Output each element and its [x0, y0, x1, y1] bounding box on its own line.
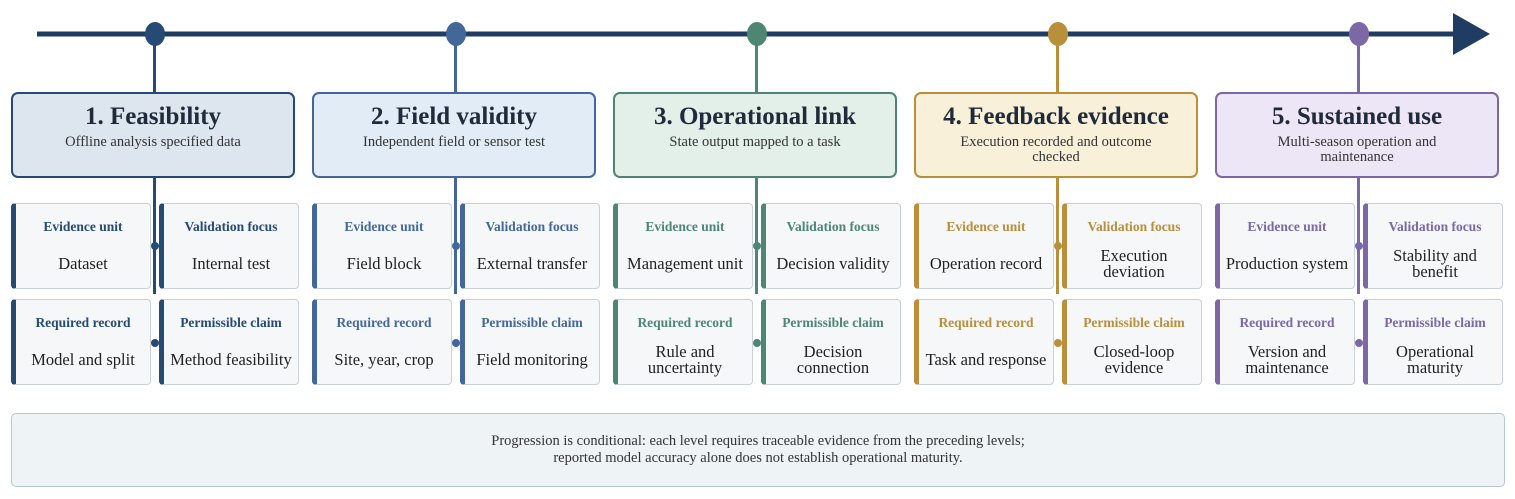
card-label: Required record	[35, 315, 131, 330]
card-value: Rule and uncertainty	[647, 342, 723, 377]
card-label: Evidence unit	[344, 219, 424, 234]
card-label: Evidence unit	[645, 219, 725, 234]
timeline-node	[747, 22, 767, 46]
timeline-arrowhead	[1453, 13, 1490, 55]
stage-description: Execution recorded and outcome checked	[960, 134, 1152, 165]
stage-header: 4. Feedback evidence Execution recorded …	[914, 92, 1198, 178]
card-value: Method feasibility	[170, 350, 292, 369]
card-label: Permissible claim	[782, 315, 884, 330]
connector-dot	[1054, 339, 1062, 347]
footer-note: Progression is conditional: each level r…	[11, 413, 1505, 487]
stage-header: 5. Sustained use Multi-season operation …	[1215, 92, 1499, 178]
timeline-node	[145, 22, 165, 46]
stage-title: 1. Feasibility	[84, 103, 222, 130]
card-value: Version and maintenance	[1245, 342, 1329, 377]
card-label: Evidence unit	[946, 219, 1026, 234]
card-label: Permissible claim	[481, 315, 583, 330]
card-value: Dataset	[58, 254, 108, 273]
stage-header: 1. Feasibility Offline analysis specifie…	[11, 92, 295, 178]
card-value: Decision connection	[796, 342, 870, 377]
connector-dot	[151, 242, 159, 250]
card-value: Site, year, crop	[334, 350, 434, 369]
stage-description: Independent field or sensor test	[362, 134, 545, 150]
stage-3: 3. Operational link State output mapped …	[613, 0, 903, 499]
card-value: Operational maturity	[1396, 342, 1474, 377]
card-label: Required record	[637, 315, 733, 330]
card-label: Validation focus	[1388, 219, 1482, 234]
card-label: Validation focus	[786, 219, 880, 234]
card-value: Management unit	[627, 254, 743, 273]
card-value: External transfer	[476, 254, 588, 273]
connector-dot	[1355, 242, 1363, 250]
card-value: Model and split	[31, 350, 135, 369]
connector-dot	[452, 242, 460, 250]
connector-dot	[1355, 339, 1363, 347]
card-value: Field monitoring	[476, 350, 588, 369]
card-label: Permissible claim	[1384, 315, 1486, 330]
stage-5: 5. Sustained use Multi-season operation …	[1215, 0, 1505, 499]
card-value: Execution deviation	[1100, 246, 1168, 281]
stage-description: Multi-season operation and maintenance	[1277, 134, 1437, 165]
stage-4: 4. Feedback evidence Execution recorded …	[914, 0, 1204, 499]
stage-description: State output mapped to a task	[669, 134, 841, 150]
connector-dot	[1054, 242, 1062, 250]
card-value: Operation record	[929, 254, 1043, 273]
card-value: Internal test	[191, 254, 271, 273]
stage-description: Offline analysis specified data	[65, 134, 241, 150]
card-value: Production system	[1225, 254, 1349, 273]
stage-header: 2. Field validity Independent field or s…	[312, 92, 596, 178]
card-value: Closed-loop evidence	[1093, 342, 1175, 377]
connector-dot	[753, 339, 761, 347]
card-label: Validation focus	[485, 219, 579, 234]
card-label: Evidence unit	[43, 219, 123, 234]
stage-title: 3. Operational link	[653, 103, 857, 130]
card-value: Field block	[346, 254, 422, 273]
card-label: Permissible claim	[1083, 315, 1185, 330]
card-label: Validation focus	[1087, 219, 1181, 234]
card-label: Permissible claim	[180, 315, 282, 330]
card-value: Task and response	[925, 350, 1047, 369]
stage-title: 2. Field validity	[371, 103, 537, 130]
footer-line-1: Progression is conditional: each level r…	[491, 433, 1025, 449]
connector-dot	[151, 339, 159, 347]
timeline-node	[1349, 22, 1369, 46]
connector-dot	[452, 339, 460, 347]
connector-dot	[753, 242, 761, 250]
stage-header: 3. Operational link State output mapped …	[613, 92, 897, 178]
timeline-node	[446, 22, 466, 46]
timeline-node	[1048, 22, 1068, 46]
card-label: Evidence unit	[1247, 219, 1327, 234]
card-value: Decision validity	[776, 254, 890, 273]
card-label: Validation focus	[184, 219, 278, 234]
card-value: Stability and benefit	[1393, 246, 1477, 281]
card-label: Required record	[1239, 315, 1335, 330]
stage-title: 4. Feedback evidence	[943, 103, 1169, 130]
card-label: Required record	[336, 315, 432, 330]
stage-title: 5. Sustained use	[1271, 103, 1443, 130]
footer-line-2: reported model accuracy alone does not e…	[553, 450, 963, 466]
stage-1: 1. Feasibility Offline analysis specifie…	[11, 0, 301, 499]
card-label: Required record	[938, 315, 1034, 330]
stage-2: 2. Field validity Independent field or s…	[312, 0, 602, 499]
